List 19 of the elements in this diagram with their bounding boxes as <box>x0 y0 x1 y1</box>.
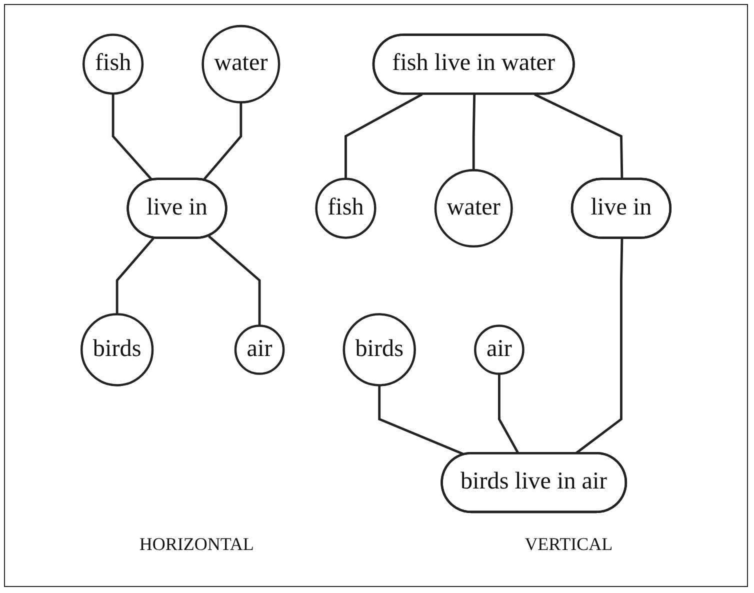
node-circle: fish <box>82 34 144 95</box>
connector <box>472 94 476 170</box>
connector <box>208 235 261 326</box>
node-circle: water <box>434 169 513 248</box>
node-circle: fish <box>315 178 376 239</box>
connector <box>112 94 154 182</box>
node-circle: air <box>234 324 285 375</box>
connector <box>378 385 466 456</box>
connector <box>116 237 154 314</box>
connector <box>344 93 423 179</box>
connector <box>202 102 242 182</box>
caption-label: VERTICAL <box>524 534 613 555</box>
node-circle: birds <box>80 313 154 386</box>
caption-label: HORIZONTAL <box>139 534 254 555</box>
node-circle: birds <box>342 313 416 386</box>
connector <box>498 374 520 454</box>
node-circle: air <box>474 324 524 375</box>
connector <box>534 93 624 180</box>
node-circle: water <box>202 24 280 104</box>
